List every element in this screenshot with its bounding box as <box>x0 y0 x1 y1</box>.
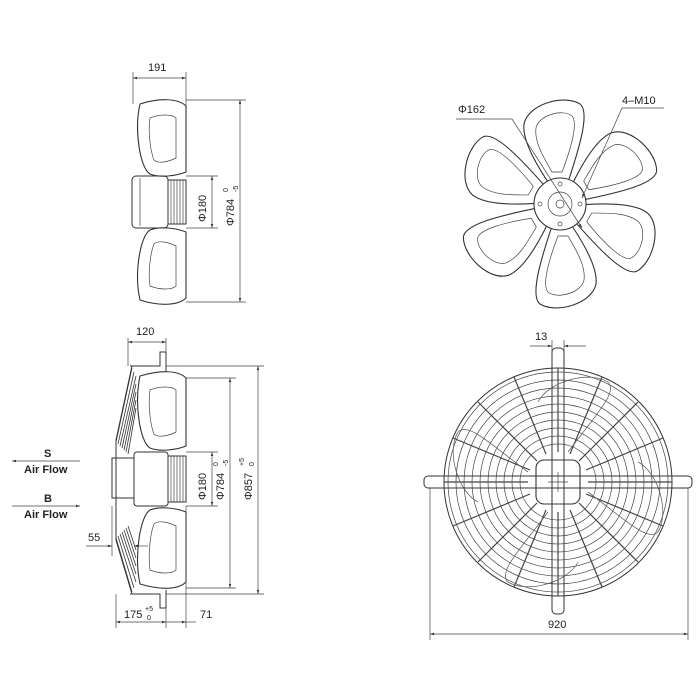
label-bolts-m10: 4–M10 <box>622 95 656 107</box>
svg-text:-5: -5 <box>223 460 230 466</box>
label-hub-162: Φ162 <box>458 104 485 116</box>
svg-text:0: 0 <box>147 615 151 622</box>
front-view-bottom: 13 920 <box>423 331 693 640</box>
dim-depth-120: 120 <box>136 326 154 338</box>
dim-hub-180: Φ180 <box>197 195 209 222</box>
dim-rear-71: 71 <box>200 609 212 621</box>
dim-guard-857: Φ857 <box>243 473 255 500</box>
motor-fins <box>167 179 187 225</box>
guard-mesh <box>115 367 137 593</box>
guard-rings <box>443 367 673 597</box>
dim-depth-191: 191 <box>148 62 166 74</box>
svg-text:+5: +5 <box>239 458 246 466</box>
side-view-top: 191 Φ180 Φ784 0 -5 <box>131 62 246 305</box>
dim-fan-784: Φ784 <box>215 473 227 500</box>
svg-text:Air Flow: Air Flow <box>24 509 68 521</box>
svg-text:B: B <box>44 493 52 505</box>
svg-text:0: 0 <box>249 462 256 466</box>
impeller-blades <box>523 99 585 183</box>
blade-upper <box>137 99 187 177</box>
svg-text:+5: +5 <box>145 606 153 613</box>
dim-hub-180-b: Φ180 <box>197 473 209 500</box>
front-view-top <box>451 99 669 309</box>
motor-body-b <box>111 457 135 499</box>
airflow-b: B Air Flow <box>12 493 80 521</box>
side-view-bottom: 120 Φ180 Φ784 0 -5 Φ857 +5 0 55 175 +5 0 <box>86 326 264 628</box>
svg-text:-5: -5 <box>233 186 240 192</box>
mount-bar-horizontal <box>423 475 693 489</box>
svg-text:0: 0 <box>223 188 230 192</box>
svg-text:Air Flow: Air Flow <box>24 464 68 476</box>
airflow-s: S Air Flow <box>12 448 80 476</box>
dim-mount-175: 175 <box>124 609 142 621</box>
dim-overall-784: Φ784 <box>225 199 237 226</box>
hub-disc <box>533 177 587 231</box>
motor-body <box>131 175 169 229</box>
mount-bar-vertical <box>551 347 565 615</box>
blade-lower <box>137 227 187 305</box>
svg-text:S: S <box>44 448 51 460</box>
dim-flange-55: 55 <box>88 532 100 544</box>
svg-text:0: 0 <box>213 462 220 466</box>
dim-rod-13: 13 <box>535 331 547 343</box>
dim-width-920: 920 <box>548 619 566 631</box>
